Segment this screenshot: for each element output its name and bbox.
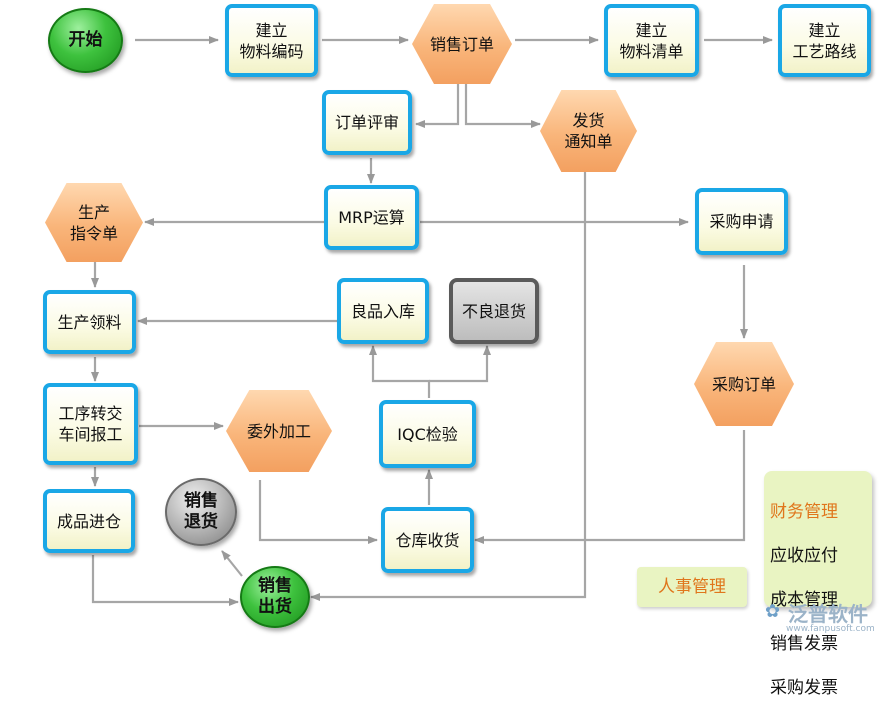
finance-panel-title: 财务管理 — [770, 502, 838, 522]
purchase-request-label: 采购申请 — [709, 212, 774, 231]
production-picking-box[interactable]: 生产领料 — [43, 290, 136, 354]
start-node[interactable]: 开始 — [48, 8, 123, 73]
start-label: 开始 — [68, 30, 103, 50]
purchase-request-box[interactable]: 采购申请 — [695, 188, 788, 255]
outsourcing-hexagon[interactable]: 委外加工 — [226, 390, 332, 472]
production-order-hexagon[interactable]: 生产 指令单 — [45, 183, 143, 262]
arrow-delivery-to-shipment — [310, 172, 587, 601]
good-stockin-label: 良品入库 — [350, 301, 415, 321]
production-picking-label: 生产领料 — [57, 312, 122, 332]
delivery-notice-hexagon[interactable]: 发货 通知单 — [540, 90, 637, 172]
iqc-box[interactable]: IQC检验 — [379, 400, 476, 468]
finance-item-purchase-invoice: 采购发票 — [770, 678, 838, 698]
build-bom-box[interactable]: 建立 物料清单 — [604, 4, 699, 77]
build-material-code-label: 建立 物料编码 — [239, 20, 304, 61]
build-routing-label: 建立 工艺路线 — [792, 20, 857, 61]
finance-item-receivable: 应收应付 — [770, 546, 838, 566]
production-order-label: 生产 指令单 — [69, 202, 118, 243]
sales-return-node[interactable]: 销售 退货 — [165, 478, 237, 546]
order-review-label: 订单评审 — [334, 113, 399, 132]
arrow-purchase-order-to-warehouse — [474, 430, 746, 544]
warehouse-receive-label: 仓库收货 — [395, 530, 460, 550]
good-stockin-box[interactable]: 良品入库 — [337, 278, 429, 344]
process-transfer-label: 工序转交 车间报工 — [58, 404, 123, 444]
finance-item-sales-invoice: 销售发票 — [770, 634, 838, 654]
watermark-brand: 泛普软件 — [788, 602, 868, 626]
sales-order-hexagon[interactable]: 销售订单 — [412, 4, 512, 84]
sales-return-label: 销售 退货 — [184, 491, 218, 532]
iqc-label: IQC检验 — [397, 424, 458, 444]
defect-return-box[interactable]: 不良退货 — [449, 278, 539, 344]
mrp-box[interactable]: MRP运算 — [324, 185, 419, 250]
delivery-notice-label: 发货 通知单 — [564, 111, 613, 151]
hr-box: 人事管理 — [637, 567, 747, 607]
finance-panel: 财务管理 应收应付 成本管理 销售发票 采购发票 — [764, 471, 872, 698]
watermark-url: www.fanpusoft.com — [786, 624, 875, 634]
finished-stockin-box[interactable]: 成品进仓 — [43, 489, 135, 553]
sales-shipment-node[interactable]: 销售 出货 — [240, 566, 310, 628]
flow-arrows — [91, 36, 773, 606]
outsourcing-label: 委外加工 — [246, 421, 311, 441]
warehouse-receive-box[interactable]: 仓库收货 — [381, 507, 474, 573]
arrow-sales-order-to-review — [415, 84, 460, 128]
build-routing-box[interactable]: 建立 工艺路线 — [778, 4, 871, 77]
arrow-sales-order-to-delivery — [464, 84, 541, 128]
finance-item-cost: 成本管理 — [770, 590, 838, 610]
sales-order-label: 销售订单 — [429, 34, 494, 54]
arrow-shipment-to-sales-return — [221, 550, 243, 577]
build-bom-label: 建立 物料清单 — [619, 20, 684, 61]
purchase-order-label: 采购订单 — [711, 374, 776, 394]
defect-return-label: 不良退货 — [461, 301, 526, 321]
arrow-iqc-split-defect — [429, 345, 491, 383]
sales-shipment-label: 销售 出货 — [258, 576, 292, 617]
arrow-outsourcing-to-warehouse — [258, 480, 378, 544]
order-review-box[interactable]: 订单评审 — [322, 90, 412, 155]
mrp-label: MRP运算 — [338, 208, 405, 227]
build-material-code-box[interactable]: 建立 物料编码 — [225, 4, 318, 77]
hr-label: 人事管理 — [658, 576, 726, 597]
finished-stockin-label: 成品进仓 — [56, 511, 121, 531]
watermark-logo-icon: ✿ — [765, 601, 781, 622]
purchase-order-hexagon[interactable]: 采购订单 — [694, 342, 794, 426]
arrow-finished-to-shipment — [91, 555, 239, 606]
arrow-iqc-split-good — [369, 345, 431, 398]
process-transfer-box[interactable]: 工序转交 车间报工 — [43, 383, 138, 465]
